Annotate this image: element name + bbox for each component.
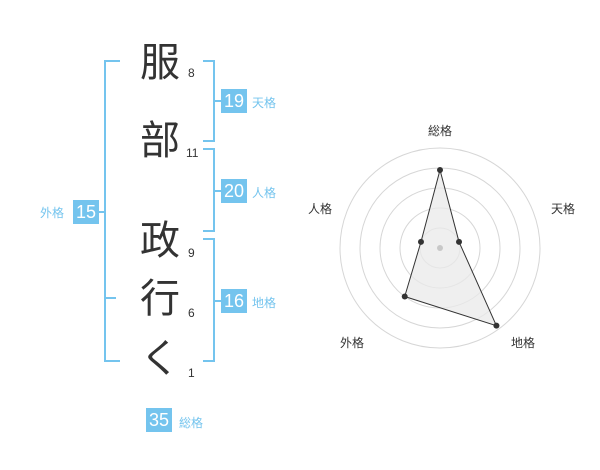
tenkaku-badge: 19 [221,89,247,113]
name-char-3: 政 [140,218,180,264]
stroke-count-1: 8 [188,66,195,80]
stroke-count-4: 6 [188,306,195,320]
radar-axis-label-gaikaku: 外格 [340,336,365,350]
tenkaku-label: 天格 [252,96,277,110]
jinkaku-connector [215,190,221,192]
name-char-4: 行 [140,276,180,322]
radar-ring-5 [339,147,541,349]
soukaku-label: 総格 [179,416,204,430]
radar-point-0 [437,167,443,173]
soukaku-badge: 35 [146,408,172,432]
chikaku-badge: 16 [221,289,247,313]
gaikaku-connector [98,211,104,213]
radar-axis-label-tenkaku: 天格 [551,202,576,216]
radar-axis-label-soukaku: 総格 [428,124,453,138]
radar-point-2 [493,322,500,329]
stroke-count-3: 9 [188,246,195,260]
stroke-count-5: 1 [188,366,195,380]
tenkaku-connector [215,100,221,102]
tenkaku-bracket [203,60,215,142]
name-char-1: 服 [140,40,180,86]
jinkaku-badge: 20 [221,179,247,203]
gaikaku-bracket-tick [104,297,116,299]
radar-center-dot [437,245,443,251]
radar-point-4 [417,238,424,245]
name-char-2: 部 [140,118,180,164]
radar-point-3 [401,293,408,300]
chikaku-label: 地格 [252,296,277,310]
chikaku-bracket [203,238,215,362]
jinkaku-label: 人格 [252,186,277,200]
stroke-count-2: 11 [186,146,199,160]
jinkaku-bracket [203,148,215,232]
radar-axis-label-chikaku: 地格 [511,336,536,350]
name-char-5: く [140,336,180,382]
radar-points [401,167,500,329]
radar-axis-label-jinkaku: 人格 [308,202,333,216]
radar-area [404,168,498,327]
gaikaku-label: 外格 [40,206,65,220]
gaikaku-badge: 15 [73,200,99,224]
chikaku-connector [215,300,221,302]
radar-point-1 [456,238,463,245]
gaikaku-bracket [104,60,120,362]
